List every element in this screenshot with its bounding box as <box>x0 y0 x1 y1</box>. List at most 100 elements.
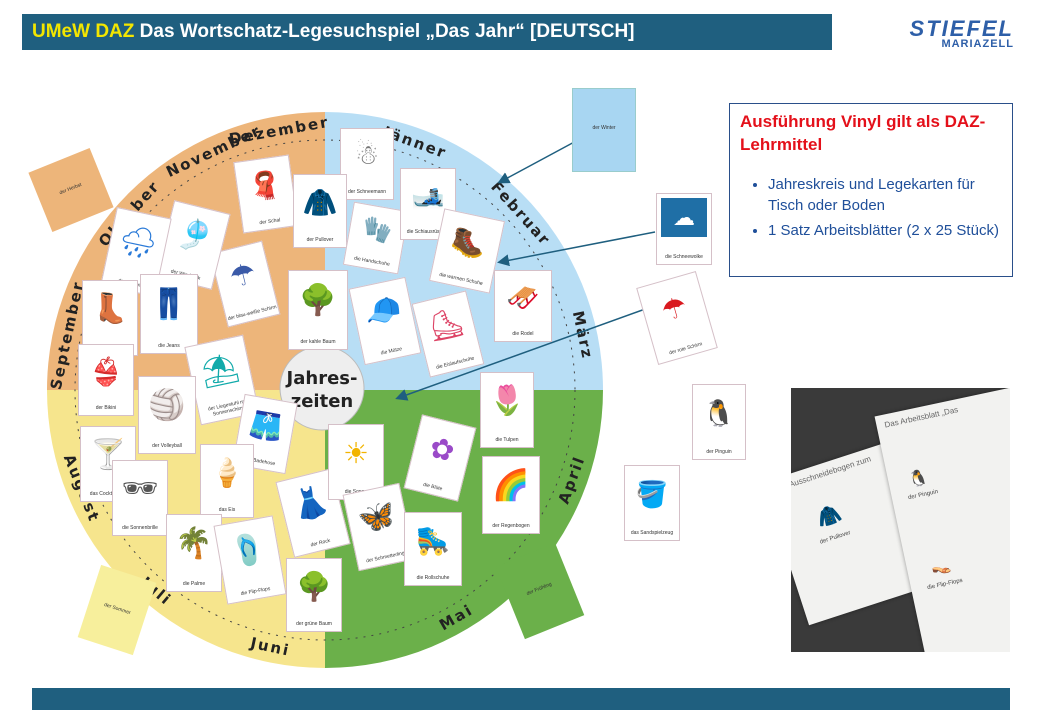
picture-card-label: der grüne Baum <box>296 621 332 627</box>
season-card-winter[interactable]: der Winter <box>572 88 636 172</box>
picture-card[interactable]: 🌈 der Regenbogen <box>482 456 540 534</box>
loose-card-snowcloud-label: die Schneewolke <box>665 254 703 260</box>
picture-card-illustration-icon: 🧢 <box>361 292 405 333</box>
picture-card-illustration-icon: ☂ <box>226 257 260 295</box>
picture-card-label: der Schal <box>259 217 281 227</box>
picture-card-label: der Volleyball <box>152 443 182 449</box>
worksheet-label: der Pullover <box>819 530 852 546</box>
picture-card-illustration-icon: 🧤 <box>360 214 395 247</box>
worksheet-label: die Flip-Flops <box>926 577 964 592</box>
loose-card-sand-toys-label: das Sandspielzeug <box>630 530 674 536</box>
loose-card-penguin[interactable]: 🐧 der Pinguin <box>692 384 746 460</box>
picture-card-label: die Jeans <box>158 343 180 349</box>
company-logo: STIEFEL MARIAZELL <box>858 16 1018 52</box>
picture-card-illustration-icon: 🌧 <box>115 222 161 263</box>
picture-card-illustration-icon: 👖 <box>150 288 188 322</box>
penguin-icon: 🐧 <box>702 397 736 428</box>
title-accent: UMeW DAZ <box>32 21 135 42</box>
picture-card-illustration-icon: 🥾 <box>448 223 490 262</box>
picture-card-label: der kahle Baum <box>300 339 336 345</box>
picture-card[interactable]: 🛼 die Rollschuhe <box>404 512 462 586</box>
picture-card-label: die Palme <box>182 581 206 587</box>
logo-brand: STIEFEL <box>909 16 1014 41</box>
picture-card-label: der Schneemann <box>347 189 387 195</box>
picture-card[interactable]: 🛷 die Rodel <box>494 270 552 342</box>
picture-card-label: die Rollschuhe <box>416 575 450 581</box>
worksheet-label: der Pinguin <box>907 489 939 502</box>
picture-card-illustration-icon: 👙 <box>89 356 123 387</box>
season-card-winter-label: der Winter <box>592 125 616 131</box>
picture-card-illustration-icon: ☃ <box>354 140 380 171</box>
picture-card[interactable]: 🍦 das Eis <box>200 444 254 518</box>
center-label-line2: zeiten <box>291 391 353 412</box>
picture-card[interactable]: 🌷 die Tulpen <box>480 372 534 448</box>
picture-card-illustration-icon: 🛼 <box>415 524 451 556</box>
arrow-winter <box>497 139 579 184</box>
penguin-icon: 🐧 <box>907 468 931 490</box>
picture-card[interactable]: 👙 der Bikini <box>78 344 134 416</box>
flip-flops-icon: 👡 <box>929 556 953 577</box>
picture-card-illustration-icon: 🌳 <box>299 284 337 318</box>
picture-card-illustration-icon: ⛸ <box>424 305 468 346</box>
info-bullet: 1 Satz Arbeitsblätter (2 x 25 Stück) <box>768 220 1002 241</box>
season-card-autumn-label: der Herbst <box>58 181 83 197</box>
title-text: Das Wortschatz-Legesuchspiel „Das Jahr“ … <box>134 21 635 42</box>
loose-card-sand-toys[interactable]: 🪣 das Sandspielzeug <box>624 465 680 541</box>
center-label-line1: Jahres- <box>285 368 358 389</box>
info-box: Ausführung Vinyl gilt als DAZ-Lehrmittel… <box>729 103 1013 277</box>
picture-card-illustration-icon: 👢 <box>91 293 129 326</box>
bucket-icon: 🪣 <box>635 478 669 509</box>
picture-card-illustration-icon: 🛷 <box>506 282 540 313</box>
info-heading: Ausführung Vinyl gilt als DAZ-Lehrmittel <box>740 112 986 154</box>
picture-card-label: die Tulpen <box>495 437 519 443</box>
logo-location: MARIAZELL <box>941 38 1014 50</box>
cloud-icon: ☁ <box>673 204 695 230</box>
picture-card-illustration-icon: 🧣 <box>246 168 284 203</box>
picture-card-illustration-icon: 🍦 <box>209 456 245 488</box>
arrow-snowcloud <box>497 231 656 267</box>
picture-card-illustration-icon: 🌴 <box>175 527 213 561</box>
umbrella-icon: ☂ <box>658 290 691 328</box>
picture-card-label: der Regenbogen <box>492 523 530 529</box>
picture-card-illustration-icon: 🌳 <box>296 570 332 602</box>
picture-card-illustration-icon: ✿ <box>426 431 458 469</box>
picture-card-label: der Bikini <box>95 405 117 411</box>
picture-card-illustration-icon: 🩳 <box>247 408 286 444</box>
season-card-spring-label: der Frühling <box>525 581 553 597</box>
picture-card[interactable]: 🧥 der Pullover <box>293 174 347 248</box>
picture-card[interactable]: 👖 die Jeans <box>140 274 198 354</box>
picture-card-illustration-icon: 🩴 <box>227 531 270 571</box>
worksheet-photo: Der Ausschneidebogen zum 🧥 der Pullover … <box>791 388 1010 652</box>
loose-card-snowcloud[interactable]: ☁ die Schneewolke <box>656 193 712 265</box>
arrow-red-umbrella <box>395 307 649 401</box>
picture-card[interactable]: 🧣 der Schal <box>233 154 299 234</box>
picture-card-illustration-icon: 🎐 <box>173 215 218 257</box>
picture-card[interactable]: 🏐 der Volleyball <box>138 376 196 454</box>
info-bullet: Jahreskreis und Legekarten für Tisch ode… <box>768 174 1002 216</box>
header-title-bar: UMeW DAZ Das Wortschatz-Legesuchspiel „D… <box>22 14 832 50</box>
picture-card-label: das Cocktailglas <box>89 491 127 497</box>
picture-card-label: die Schiausrüstung <box>406 229 450 235</box>
picture-card[interactable]: 🌳 der grüne Baum <box>286 558 342 632</box>
worksheet-activity-title: Das Arbeitsblatt „Das <box>883 405 960 430</box>
season-card-summer-label: der Sommer <box>103 601 132 617</box>
picture-card-label: das Eis <box>218 507 236 513</box>
picture-card-label: die Sonnenbrille <box>122 525 158 531</box>
picture-card-illustration-icon: 🧥 <box>302 186 338 218</box>
footer-bar <box>32 688 1010 710</box>
picture-card-illustration-icon: ☀ <box>343 437 369 470</box>
month-ring <box>74 139 576 641</box>
picture-card-illustration-icon: 🌈 <box>492 469 530 503</box>
picture-card-illustration-icon: ⛱ <box>197 350 243 391</box>
info-bullet-list: Jahreskreis und Legekarten für Tisch ode… <box>740 174 1002 241</box>
picture-card[interactable]: 🌳 der kahle Baum <box>288 270 348 350</box>
picture-card-label: der Pullover <box>306 237 334 243</box>
pullover-icon: 🧥 <box>813 502 845 532</box>
picture-card[interactable]: ☃ der Schneemann <box>340 128 394 200</box>
picture-card-illustration-icon: 🏐 <box>148 389 186 423</box>
picture-card-illustration-icon: 🕶 <box>121 473 159 506</box>
picture-card[interactable]: 🕶 die Sonnenbrille <box>112 460 168 536</box>
picture-card-label: die Rodel <box>512 331 534 337</box>
picture-card-illustration-icon: 🦋 <box>355 498 399 539</box>
picture-card-illustration-icon: 🌷 <box>488 385 526 418</box>
